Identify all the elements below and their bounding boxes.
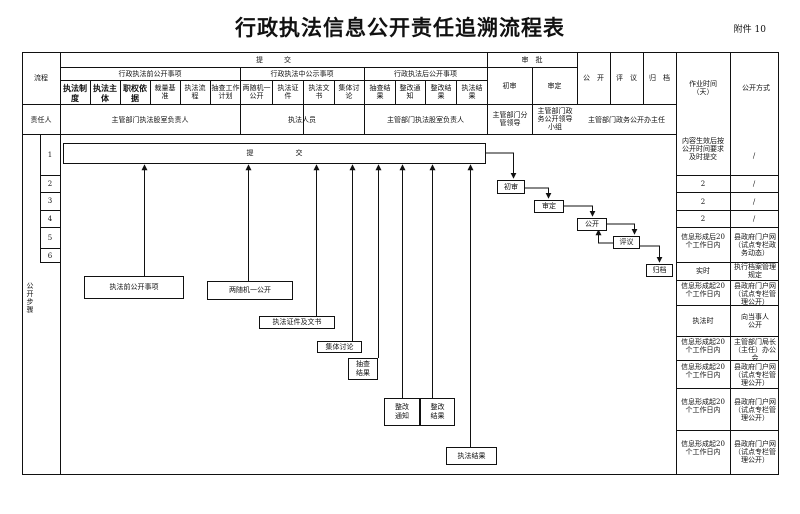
row-method: 县政府门户网（试点专栏政务动态） xyxy=(734,233,776,257)
attachment-label: 附件 10 xyxy=(733,25,766,35)
item-header: 执法结果 xyxy=(461,84,483,100)
header-work-time: 作业时间（天） xyxy=(689,80,717,96)
header-publish-method: 公开方式 xyxy=(742,84,770,92)
header-evaluate: 评 议 xyxy=(616,74,637,82)
header-group-after: 行政执法后公开事项 xyxy=(394,70,457,78)
row-method: 向当事人公开 xyxy=(741,313,769,329)
page-title: 行政执法信息公开责任追溯流程表 xyxy=(235,15,565,40)
item-header: 执法文书 xyxy=(308,84,330,100)
publish-box: 公开 xyxy=(577,218,607,231)
step-number: 3 xyxy=(47,197,53,205)
header-process: 流程 xyxy=(34,74,48,82)
responsible-initial: 主管部门分管领导 xyxy=(492,111,528,127)
step-number: 4 xyxy=(47,215,53,223)
archive-box: 归档 xyxy=(646,264,673,277)
item-header: 执法制度 xyxy=(63,83,87,103)
item-header: 整改通知 xyxy=(399,84,421,100)
evaluate-box: 评议 xyxy=(613,236,640,249)
header-archive: 归 档 xyxy=(649,74,670,82)
item-header: 抽查工作计划 xyxy=(211,84,240,100)
spot-result-box: 抽查结果 xyxy=(348,358,378,380)
row-time: 信息形成起20个工作日内 xyxy=(681,338,725,354)
header-submit: 提 交 xyxy=(256,56,291,64)
step-number: 6 xyxy=(47,252,53,260)
item-header: 裁量基准 xyxy=(154,84,176,100)
responsible-during: 执法人员 xyxy=(288,116,316,124)
row-method: / xyxy=(752,180,756,188)
row-time: 信息形成起20个工作日内 xyxy=(681,398,725,414)
row-time: 实时 xyxy=(696,267,710,275)
item-header: 两随机一公开 xyxy=(242,84,271,100)
row-time: 2 xyxy=(700,215,706,223)
item-header: 抽查结果 xyxy=(369,84,391,100)
step-number: 2 xyxy=(47,180,53,188)
header-group-during: 行政执法中公示事项 xyxy=(270,70,334,78)
row-time: 信息形成起20个工作日内 xyxy=(681,282,725,298)
responsible-before: 主管部门执法股室负责人 xyxy=(111,116,189,124)
steps-label: 公开步骤 xyxy=(26,282,34,314)
row-time: 2 xyxy=(700,198,706,206)
enforce-result-box: 执法结果 xyxy=(446,447,497,465)
header-initial-review: 初审 xyxy=(502,82,517,90)
row-time: 信息形成起20个工作日内 xyxy=(681,440,725,456)
collective-box: 集体讨论 xyxy=(317,341,362,353)
row-method: 县政府门户网（试点专栏管理公开） xyxy=(734,363,776,387)
random-box: 两随机一公开 xyxy=(207,281,293,300)
step-number: 5 xyxy=(47,234,53,242)
rectify-notice-box: 整改通知 xyxy=(384,398,420,426)
item-header: 职权依据 xyxy=(123,83,147,103)
header-final-review: 审定 xyxy=(547,82,562,90)
row-method: 主管部门局长（主任）办公会 xyxy=(734,338,776,362)
before-items-box: 执法前公开事项 xyxy=(84,276,184,299)
header-group-before: 行政执法前公开事项 xyxy=(118,70,182,78)
row-time: 2 xyxy=(700,180,706,188)
responsible-final: 主管部门政务公开领导小组 xyxy=(537,107,573,131)
row-method: / xyxy=(752,152,756,160)
item-header: 整改结果 xyxy=(430,84,452,100)
flow-arrows xyxy=(141,152,663,447)
row-time: 内容生效后按公开时间要求及时提交 xyxy=(682,137,724,161)
row-time: 信息形成后20个工作日内 xyxy=(681,233,725,249)
row-method: 县政府门户网（试点专栏管理公开） xyxy=(734,282,776,306)
responsible-publish: 主管部门政务公开办主任 xyxy=(588,116,665,124)
final-review-box: 审定 xyxy=(534,200,564,213)
responsible-label: 责任人 xyxy=(30,116,52,124)
cert-doc-box: 执法证件及文书 xyxy=(259,316,335,329)
row-method: / xyxy=(752,215,756,223)
rectify-result-box: 整改结果 xyxy=(420,398,455,426)
row-method: 县政府门户网（试点专栏管理公开） xyxy=(734,440,776,464)
submit-bar: 提 交 xyxy=(63,143,486,164)
item-header: 执法主体 xyxy=(93,83,117,103)
header-publish: 公 开 xyxy=(583,74,604,82)
item-header: 集体讨论 xyxy=(338,84,360,100)
responsible-after: 主管部门执法股室负责人 xyxy=(387,116,464,124)
initial-review-box: 初审 xyxy=(497,180,525,194)
row-time: 信息形成起20个工作日内 xyxy=(681,363,725,379)
item-header: 执法流程 xyxy=(184,84,206,100)
row-method: 执行档案管理规定 xyxy=(734,263,776,279)
step-number: 1 xyxy=(47,151,53,159)
row-method: / xyxy=(752,198,756,206)
header-review: 审 批 xyxy=(521,56,543,64)
row-method: 县政府门户网（试点专栏管理公开） xyxy=(734,398,776,422)
row-time: 执法时 xyxy=(692,317,714,325)
item-header: 执法证件 xyxy=(277,84,299,100)
